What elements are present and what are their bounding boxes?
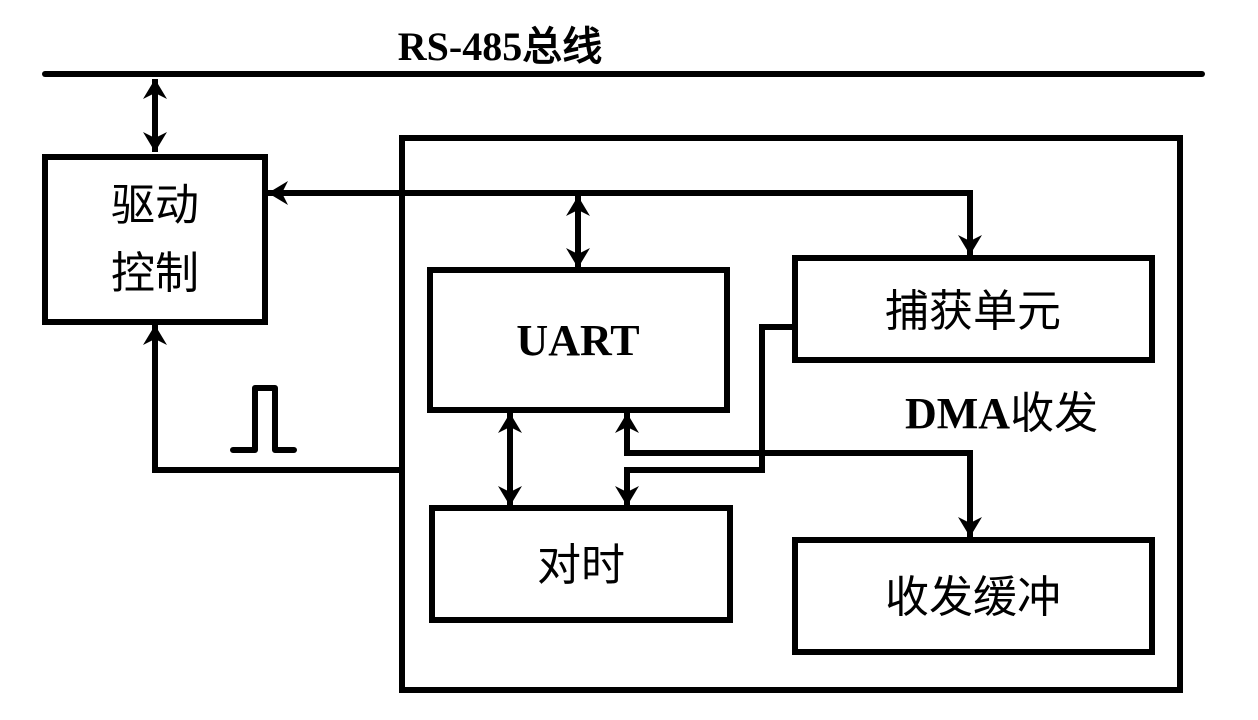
- dma-label: DMA收发: [905, 388, 1098, 439]
- dma-label-cjk: 收发: [1010, 388, 1098, 439]
- dma-label-latin: DMA: [905, 389, 1010, 438]
- mcu-outer-box: [399, 135, 1183, 693]
- bus-title: RS-485总线: [398, 24, 602, 69]
- uart-label: UART: [516, 316, 639, 365]
- driver-capture-line: [268, 181, 982, 255]
- buffer-label: 收发缓冲: [885, 572, 1061, 623]
- timesync-label: 对时: [537, 540, 625, 591]
- capture-timesync-line: [615, 324, 795, 506]
- dma-uart-line: [615, 413, 982, 537]
- pulse-feedback-line: [143, 325, 402, 473]
- capture-unit-label: 捕获单元: [885, 286, 1061, 337]
- driver-label-line1: 驱动: [111, 180, 199, 231]
- pulse-icon: [230, 385, 297, 453]
- uart-block: UART: [427, 267, 730, 413]
- driver-control-block: 驱动 控制: [42, 154, 268, 325]
- capture-unit-block: 捕获单元: [792, 255, 1155, 363]
- driver-label-line2: 控制: [111, 248, 199, 299]
- buffer-block: 收发缓冲: [792, 537, 1155, 655]
- timesync-block: 对时: [429, 505, 733, 623]
